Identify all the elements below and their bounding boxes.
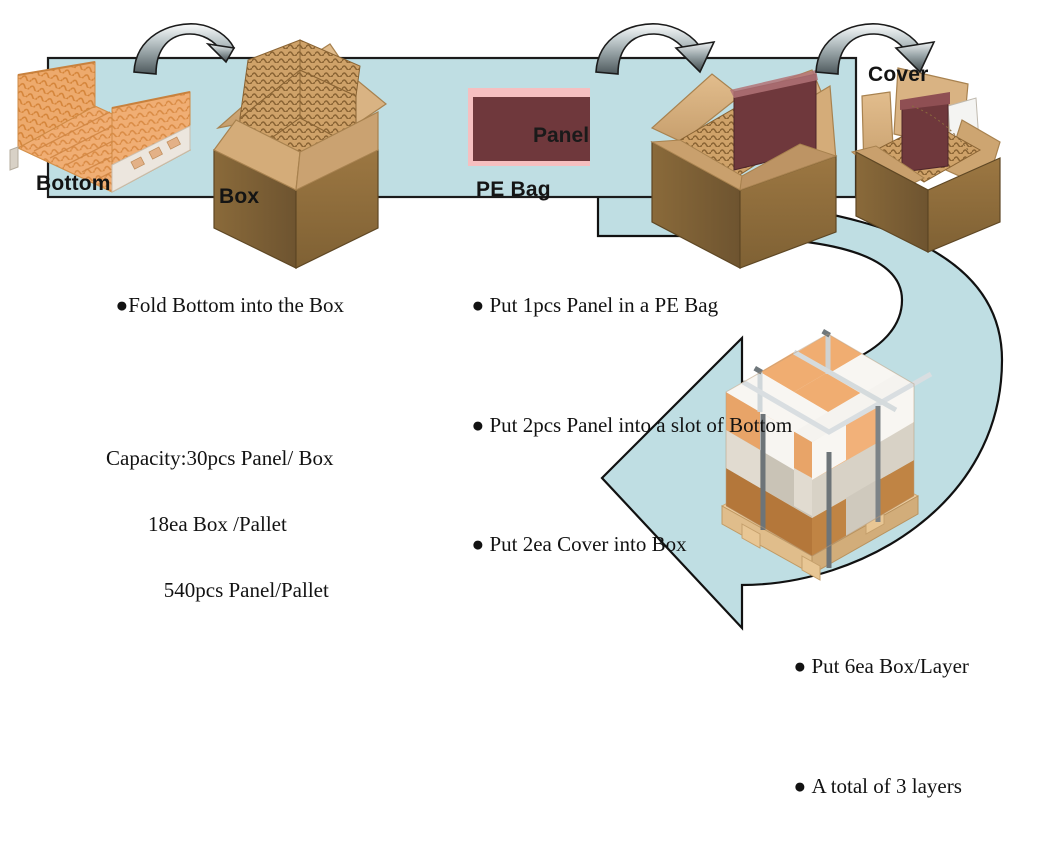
banner-label-box: Box (219, 185, 260, 208)
list-item: ●Fold Bottom into the Box (84, 264, 345, 348)
bottom-insert-illustration (9, 61, 192, 193)
box-with-cover-illustration (850, 67, 1001, 253)
palletized-boxes-illustration (720, 329, 933, 581)
steps-pallet-list: ● Put 6ea Box/Layer ● A total of 3 layer… (762, 589, 969, 865)
list-item-label: A total of 3 layers (811, 773, 962, 798)
capacity-line: Capacity:30pcs Panel/ Box (106, 446, 334, 470)
list-item-label: Put 2ea Cover into Box (489, 532, 687, 557)
list-item: ● Put 1pcs Panel in a PE Bag (440, 264, 792, 348)
capacity-line: 540pcs Panel/Pallet (106, 577, 329, 602)
box-with-panel-illustration (650, 69, 838, 269)
bullet-marker: ● (471, 292, 485, 317)
bullet-marker: ● (471, 532, 485, 557)
curved-transfer-arrow-3 (815, 23, 936, 75)
list-item-label: Fold Bottom into the Box (128, 292, 345, 317)
bullet-marker: ● (115, 292, 129, 317)
list-item: ● Put 2pcs Panel into a slot of Bottom (440, 384, 793, 468)
steps-left-list: ●Fold Bottom into the Box (84, 228, 345, 384)
bullet-marker: ● (793, 653, 807, 678)
pe-bag-with-panel-illustration (468, 88, 590, 166)
list-item: ● A total of 3 layers (762, 745, 969, 829)
list-item: ● Put 2ea Cover into Box (440, 504, 792, 588)
capacity-line: 18ea Box /Pallet (106, 511, 287, 536)
curved-transfer-arrow-1 (133, 23, 236, 75)
packing-process-diagram: Bottom Box PE Bag Cover Panel ●Fold Bott… (9, 23, 1004, 798)
capacity-block: Capacity:30pcs Panel/ Box 18ea Box /Pall… (106, 408, 333, 641)
list-item-label: Put 2pcs Panel into a slot of Bottom (489, 412, 793, 437)
curved-transfer-arrow-2 (595, 23, 716, 75)
list-item: ● Put 6ea Box/Layer (762, 625, 969, 709)
list-item-label: Put 6ea Box/Layer (811, 653, 969, 678)
open-box-with-insert-illustration (213, 39, 388, 269)
bullet-marker: ● (793, 773, 807, 798)
bullet-marker: ● (471, 412, 485, 437)
list-item-label: Put 1pcs Panel in a PE Bag (489, 292, 719, 317)
banner-label-pe-bag: PE Bag (476, 178, 551, 201)
banner-label-bottom: Bottom (36, 172, 111, 195)
steps-middle-list: ● Put 1pcs Panel in a PE Bag ● Put 2pcs … (440, 228, 793, 623)
panel-label: Panel (533, 124, 590, 147)
banner-label-cover: Cover (868, 63, 929, 86)
diagram-canvas (9, 23, 1004, 631)
